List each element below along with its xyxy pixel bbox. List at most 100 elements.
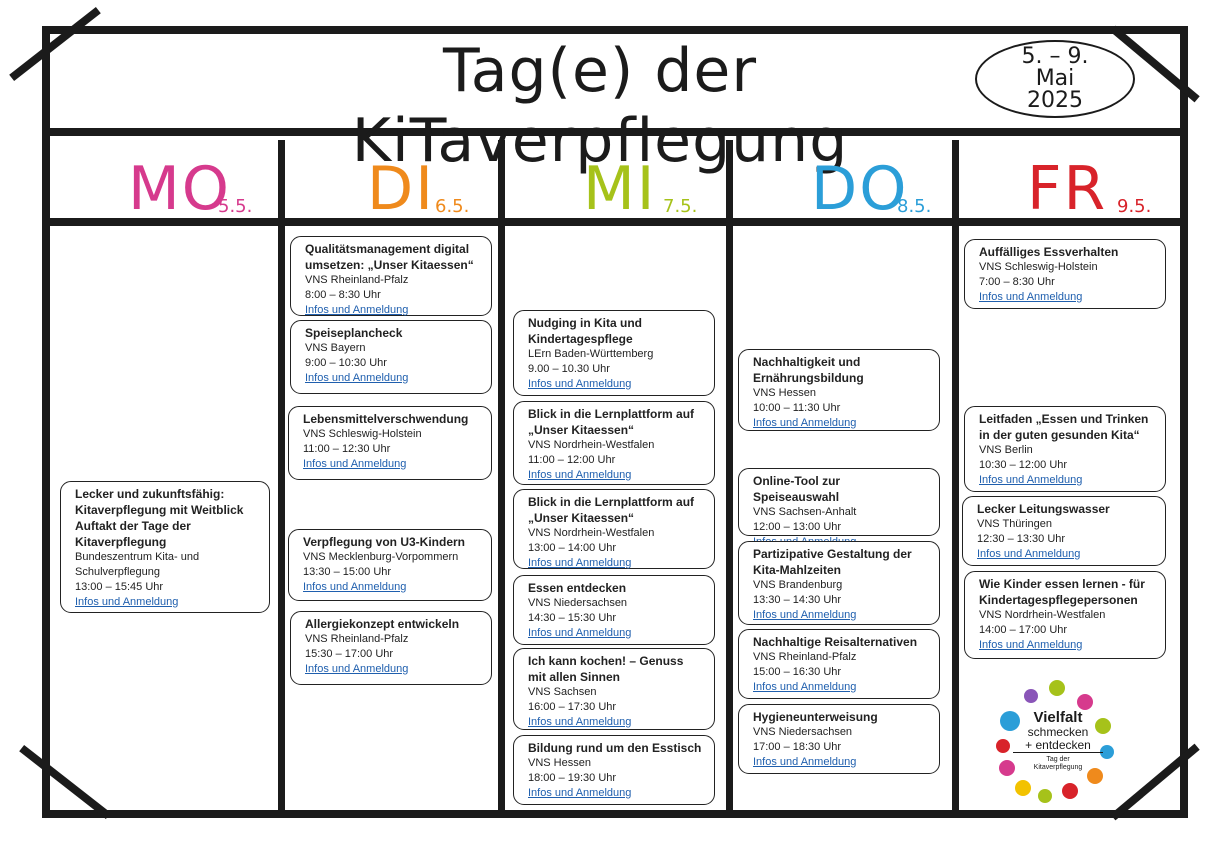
event-organizer: VNS Nordrhein-Westfalen: [528, 527, 655, 539]
column-divider: [726, 140, 733, 818]
event-card: Nachhaltigkeit und Ernährungsbildung VNS…: [738, 349, 940, 431]
event-title: Nachhaltige Reisalternativen: [753, 635, 918, 649]
event-organizer: VNS Niedersachsen: [528, 597, 628, 609]
date-oval: 5. – 9. Mai 2025: [975, 40, 1135, 118]
event-title: Wie Kinder essen lernen - für Kindertage…: [979, 577, 1145, 607]
registration-link[interactable]: Infos und Anmeldung: [528, 716, 632, 728]
registration-link[interactable]: Infos und Anmeldung: [305, 304, 409, 316]
event-organizer: VNS Bayern: [305, 342, 366, 354]
logo-line: Vielfalt: [1033, 709, 1083, 726]
event-card: Nudging in Kita und Kindertagespflege LE…: [513, 310, 715, 396]
event-time: 18:00 – 19:30 Uhr: [528, 772, 617, 784]
event-organizer: VNS Thüringen: [977, 518, 1053, 530]
event-organizer: VNS Nordrhein-Westfalen: [979, 609, 1106, 621]
day-header-di: DI 6.5.: [285, 150, 498, 224]
event-time: 8:00 – 8:30 Uhr: [305, 289, 381, 301]
day-abbr: DO: [811, 154, 909, 224]
days-divider: [42, 218, 1188, 226]
event-title: Leitfaden „Essen und Trinken in der gute…: [979, 412, 1149, 442]
event-title: Qualitätsmanagement digital umsetzen: „U…: [305, 242, 474, 272]
date-year: 2025: [1027, 88, 1083, 113]
logo-line: + entdecken: [1013, 739, 1103, 753]
registration-link[interactable]: Infos und Anmeldung: [305, 372, 409, 384]
registration-link[interactable]: Infos und Anmeldung: [979, 291, 1083, 303]
event-card: Ich kann kochen! – Genuss mit allen Sinn…: [513, 648, 715, 730]
event-title: Essen entdecken: [528, 581, 627, 595]
registration-link[interactable]: Infos und Anmeldung: [979, 474, 1083, 486]
event-card: Speiseplancheck VNS Bayern 9:00 – 10:30 …: [290, 320, 492, 394]
registration-link[interactable]: Infos und Anmeldung: [979, 639, 1083, 651]
day-abbr: DI: [367, 154, 435, 224]
event-time: 13:30 – 15:00 Uhr: [303, 566, 392, 578]
registration-link[interactable]: Infos und Anmeldung: [75, 596, 179, 608]
event-time: 11:00 – 12:30 Uhr: [303, 443, 391, 455]
event-title: Blick in die Lernplattform auf „Unser Ki…: [528, 495, 695, 525]
event-card: Bildung rund um den Esstisch VNS Hessen …: [513, 735, 715, 805]
event-card: Lecker und zukunftsfähig: Kitaverpflegun…: [60, 481, 270, 613]
event-title: Blick in die Lernplattform auf „Unser Ki…: [528, 407, 695, 437]
event-card: Nachhaltige Reisalternativen VNS Rheinla…: [738, 629, 940, 699]
event-time: 10:30 – 12:00 Uhr: [979, 459, 1068, 471]
event-organizer: VNS Rheinland-Pfalz: [305, 633, 409, 645]
registration-link[interactable]: Infos und Anmeldung: [528, 378, 632, 390]
registration-link[interactable]: Infos und Anmeldung: [977, 548, 1081, 560]
column-divider: [952, 140, 959, 818]
registration-link[interactable]: Infos und Anmeldung: [305, 663, 409, 675]
registration-link[interactable]: Infos und Anmeldung: [303, 458, 407, 470]
registration-link[interactable]: Infos und Anmeldung: [528, 557, 632, 569]
event-card: Qualitätsmanagement digital umsetzen: „U…: [290, 236, 492, 316]
event-card: Hygieneunterweisung VNS Niedersachsen 17…: [738, 704, 940, 774]
event-organizer: VNS Schleswig-Holstein: [303, 428, 422, 440]
event-card: Lecker Leitungswasser VNS Thüringen 12:3…: [962, 496, 1166, 566]
event-organizer: VNS Nordrhein-Westfalen: [528, 439, 655, 451]
event-card: Partizipative Gestaltung der Kita-Mahlze…: [738, 541, 940, 625]
event-title: Lecker Leitungswasser: [977, 502, 1110, 516]
event-organizer: VNS Niedersachsen: [753, 726, 853, 738]
event-time: 15:00 – 16:30 Uhr: [753, 666, 842, 678]
event-card: Online-Tool zur Speiseauswahl VNS Sachse…: [738, 468, 940, 548]
day-header-mi: MI 7.5.: [505, 150, 726, 224]
registration-link[interactable]: Infos und Anmeldung: [753, 681, 857, 693]
registration-link[interactable]: Infos und Anmeldung: [753, 756, 857, 768]
event-title: Speiseplancheck: [305, 326, 403, 340]
event-time: 13:00 – 14:00 Uhr: [528, 542, 617, 554]
registration-link[interactable]: Infos und Anmeldung: [528, 627, 632, 639]
column-divider: [278, 140, 285, 818]
event-card: Blick in die Lernplattform auf „Unser Ki…: [513, 401, 715, 485]
event-card: Essen entdecken VNS Niedersachsen 14:30 …: [513, 575, 715, 645]
event-title: Lecker und zukunftsfähig: Kitaverpflegun…: [75, 487, 244, 549]
event-organizer: VNS Hessen: [528, 757, 591, 769]
registration-link[interactable]: Infos und Anmeldung: [753, 609, 857, 621]
page-title: Tag(e) der KiTaverpflegung: [351, 36, 849, 176]
column-divider: [498, 140, 505, 818]
event-organizer: Bundeszentrum Kita- und Schulverpflegung: [75, 551, 200, 578]
event-time: 14:30 – 15:30 Uhr: [528, 612, 617, 624]
event-title: Partizipative Gestaltung der Kita-Mahlze…: [753, 547, 912, 577]
event-organizer: VNS Rheinland-Pfalz: [753, 651, 857, 663]
event-title: Lebensmittelverschwendung: [303, 412, 469, 426]
registration-link[interactable]: Infos und Anmeldung: [753, 417, 857, 429]
event-title: Ich kann kochen! – Genuss mit allen Sinn…: [528, 654, 684, 684]
event-time: 12:00 – 13:00 Uhr: [753, 521, 842, 533]
event-card: Verpflegung von U3-Kindern VNS Mecklenbu…: [288, 529, 492, 601]
event-title: Online-Tool zur Speiseauswahl: [753, 474, 841, 504]
registration-link[interactable]: Infos und Anmeldung: [528, 469, 632, 481]
event-time: 10:00 – 11:30 Uhr: [753, 402, 841, 414]
registration-link[interactable]: Infos und Anmeldung: [528, 787, 632, 799]
event-title: Auffälliges Essverhalten: [979, 245, 1119, 259]
vielfalt-logo: Vielfalt schmecken + entdecken Tag der K…: [985, 676, 1125, 816]
day-header-fr: FR 9.5.: [959, 150, 1180, 224]
day-date: 9.5.: [1117, 196, 1152, 217]
day-date: 7.5.: [663, 196, 698, 217]
event-card: Lebensmittelverschwendung VNS Schleswig-…: [288, 406, 492, 480]
event-organizer: VNS Mecklenburg-Vorpommern: [303, 551, 459, 563]
event-title: Nudging in Kita und Kindertagespflege: [528, 316, 642, 346]
registration-link[interactable]: Infos und Anmeldung: [303, 581, 407, 593]
event-time: 9.00 – 10.30 Uhr: [528, 363, 610, 375]
event-time: 11:00 – 12:00 Uhr: [528, 454, 616, 466]
event-time: 15:30 – 17:00 Uhr: [305, 648, 394, 660]
logo-line: schmecken: [1027, 725, 1089, 739]
event-card: Allergiekonzept entwickeln VNS Rheinland…: [290, 611, 492, 685]
event-organizer: VNS Rheinland-Pfalz: [305, 274, 409, 286]
day-abbr: FR: [1027, 154, 1108, 224]
